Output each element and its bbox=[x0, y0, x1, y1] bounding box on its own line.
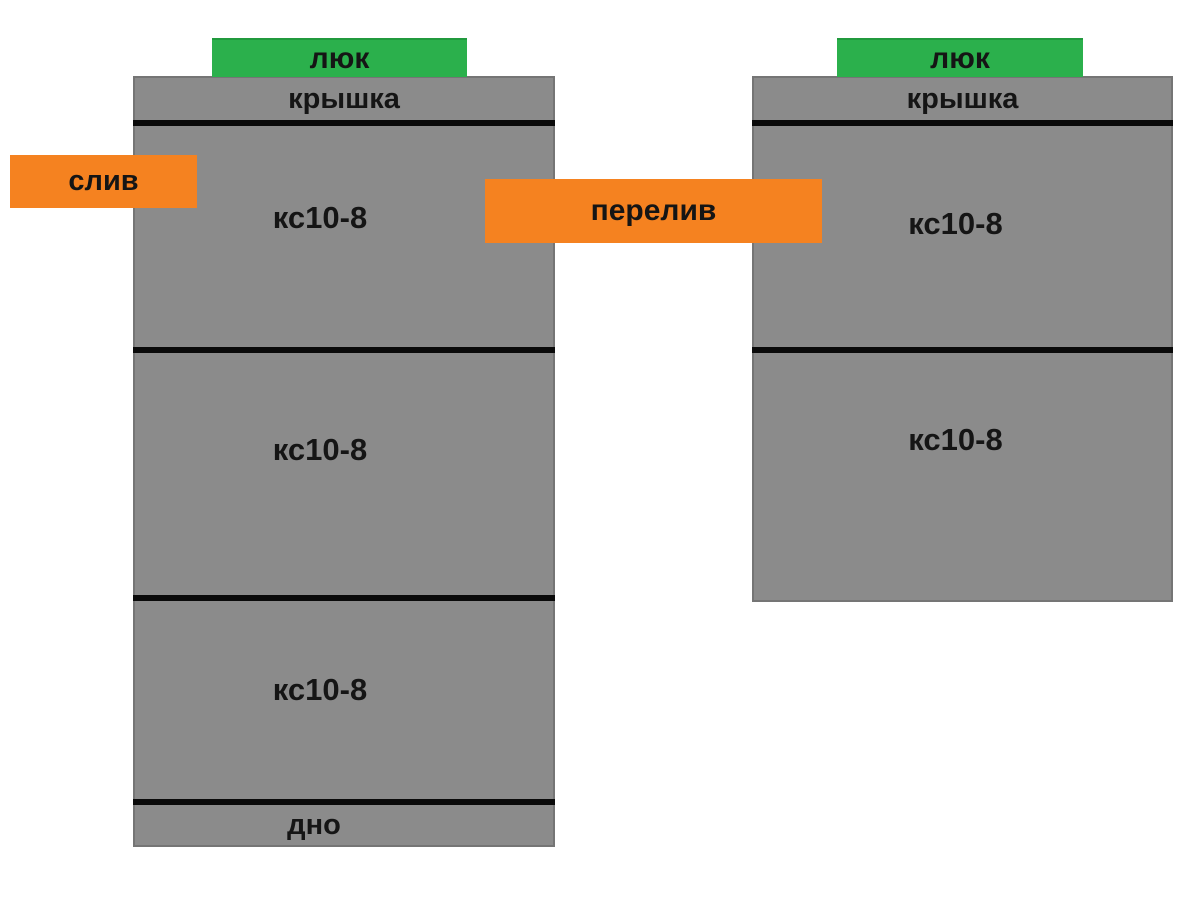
drain-pipe-label: слив bbox=[10, 155, 197, 208]
left-joint-line-2 bbox=[133, 347, 555, 353]
left-ring-1-label: кс10-8 bbox=[272, 200, 368, 235]
right-cover-label: крышка bbox=[906, 83, 1019, 115]
left-joint-line-1 bbox=[133, 120, 555, 126]
left-hatch-label: люк bbox=[212, 38, 467, 77]
right-joint-line-1 bbox=[752, 120, 1173, 126]
right-joint-line-2 bbox=[752, 347, 1173, 353]
overflow-pipe-label: перелив bbox=[485, 179, 822, 243]
right-ring-1-label: кс10-8 bbox=[908, 206, 1003, 241]
left-cover-label: крышка bbox=[288, 83, 400, 115]
left-ring-3-label: кс10-8 bbox=[272, 672, 368, 707]
left-bottom-label: дно bbox=[287, 809, 341, 841]
right-ring-2-label: кс10-8 bbox=[908, 422, 1003, 457]
left-joint-line-4 bbox=[133, 799, 555, 805]
right-hatch-label: люк bbox=[837, 38, 1083, 77]
right-tank-body: крышка кс10-8 кс10-8 bbox=[752, 76, 1173, 602]
left-ring-2-label: кс10-8 bbox=[272, 432, 368, 467]
left-tank-body: крышка кс10-8 кс10-8 кс10-8 дно bbox=[133, 76, 555, 847]
left-joint-line-3 bbox=[133, 595, 555, 601]
